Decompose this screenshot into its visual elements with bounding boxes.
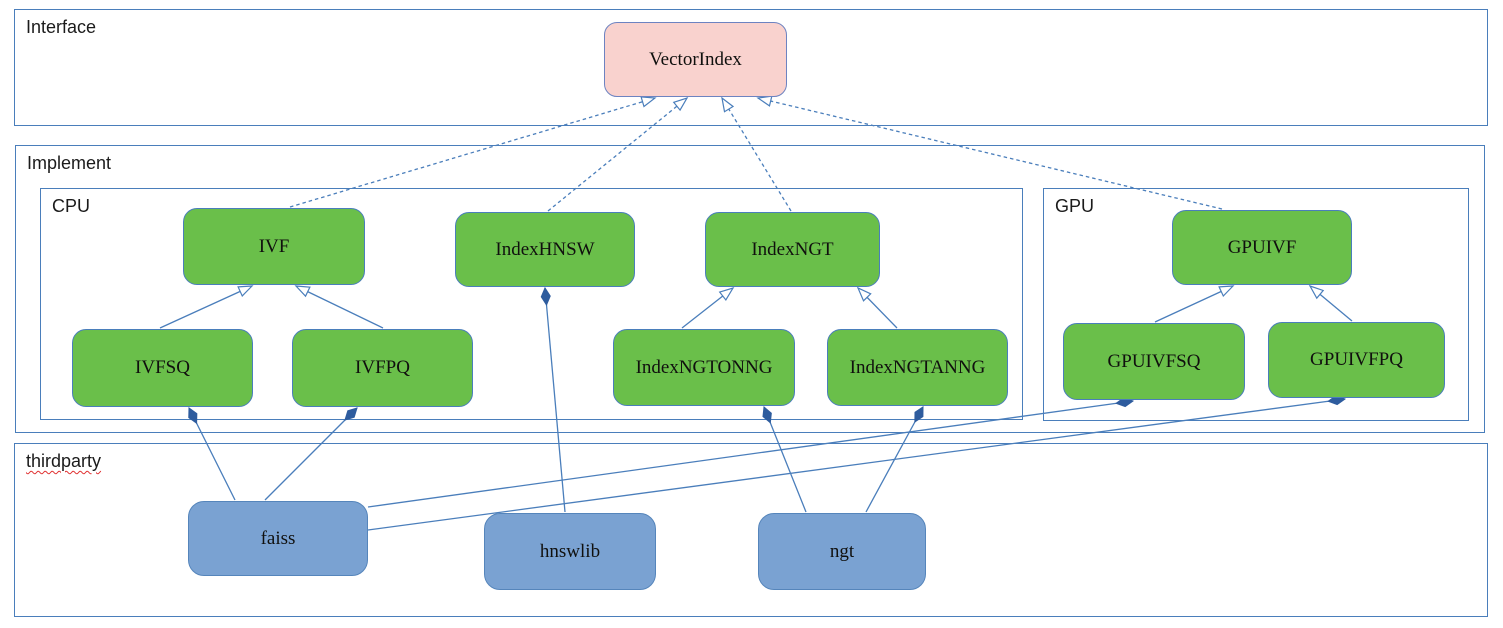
node-gpuivfpq-label: GPUIVFPQ [1310,349,1403,370]
group-thirdparty-label: thirdparty [26,451,102,471]
node-hnswlib-label: hnswlib [539,540,601,562]
node-faiss-label: faiss [260,527,296,549]
node-ivf-label: IVF [258,235,290,257]
node-ivfsq: IVFSQ [72,329,253,407]
node-ngt-label: ngt [829,540,855,562]
node-faiss: faiss [188,501,368,576]
node-gpuivfsq: GPUIVFSQ [1063,323,1245,400]
group-interface-label: Interface [26,17,97,37]
node-gpuivfsq-label: GPUIVFSQ [1107,350,1201,372]
node-ivfsq-label: IVFSQ [135,357,190,378]
node-ngt: ngt [758,513,926,590]
node-indexngt: IndexNGT [705,212,880,287]
node-indexngtonng: IndexNGTONNG [613,329,795,406]
node-ivfpq: IVFPQ [292,329,473,407]
node-gpuivf: GPUIVF [1172,210,1352,285]
node-indexngtanng: IndexNGTANNG [827,329,1008,406]
node-vectorindex: VectorIndex [604,22,787,97]
node-ivfpq-label: IVFPQ [355,357,410,378]
group-implement-label: Implement [27,153,112,173]
node-gpuivf-label: GPUIVF [1227,236,1297,258]
group-gpu-label: GPU [1055,196,1095,216]
node-indexngtanng-label: IndexNGTANNG [849,356,986,378]
node-hnswlib: hnswlib [484,513,656,590]
node-indexngtonng-label: IndexNGTONNG [635,356,773,378]
node-indexhnsw-label: IndexHNSW [495,238,595,260]
node-indexngt-label: IndexNGT [751,238,834,260]
node-vectorindex-label: VectorIndex [649,48,742,70]
node-indexhnsw: IndexHNSW [455,212,635,287]
node-gpuivfpq: GPUIVFPQ [1268,322,1445,398]
group-cpu-label: CPU [52,196,91,216]
node-ivf: IVF [183,208,365,285]
